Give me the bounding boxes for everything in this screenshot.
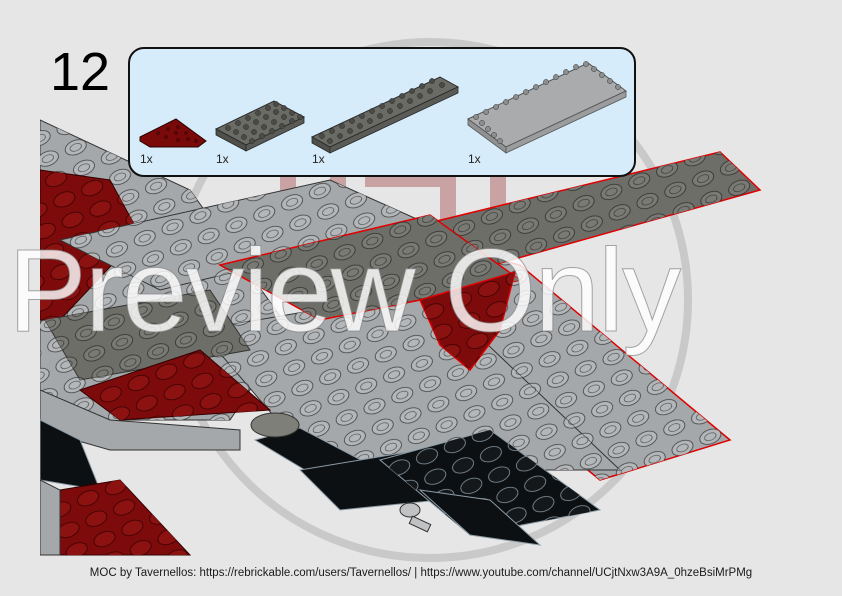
footer-credit-text: MOC by Tavernellos: https://rebrickable.…	[89, 567, 753, 579]
part-quantity: 1x	[140, 152, 153, 166]
plate-2x12-icon	[310, 76, 460, 154]
part-quantity: 1x	[468, 152, 481, 166]
preview-only-watermark: Preview Only	[7, 225, 681, 357]
part-dark-gray-plate-4x6: 1x	[214, 100, 309, 166]
step-number: 12	[50, 42, 111, 102]
tile-6x12-icon	[467, 61, 627, 154]
part-light-gray-tile-6x12: 1x	[466, 61, 636, 166]
part-dark-gray-plate-2x12: 1x	[310, 75, 470, 166]
part-dark-red-wedge-plate: 1x	[138, 118, 208, 166]
part-quantity: 1x	[216, 152, 229, 166]
part-quantity: 1x	[312, 152, 325, 166]
parts-list-callout: 1x 1x	[128, 47, 636, 177]
